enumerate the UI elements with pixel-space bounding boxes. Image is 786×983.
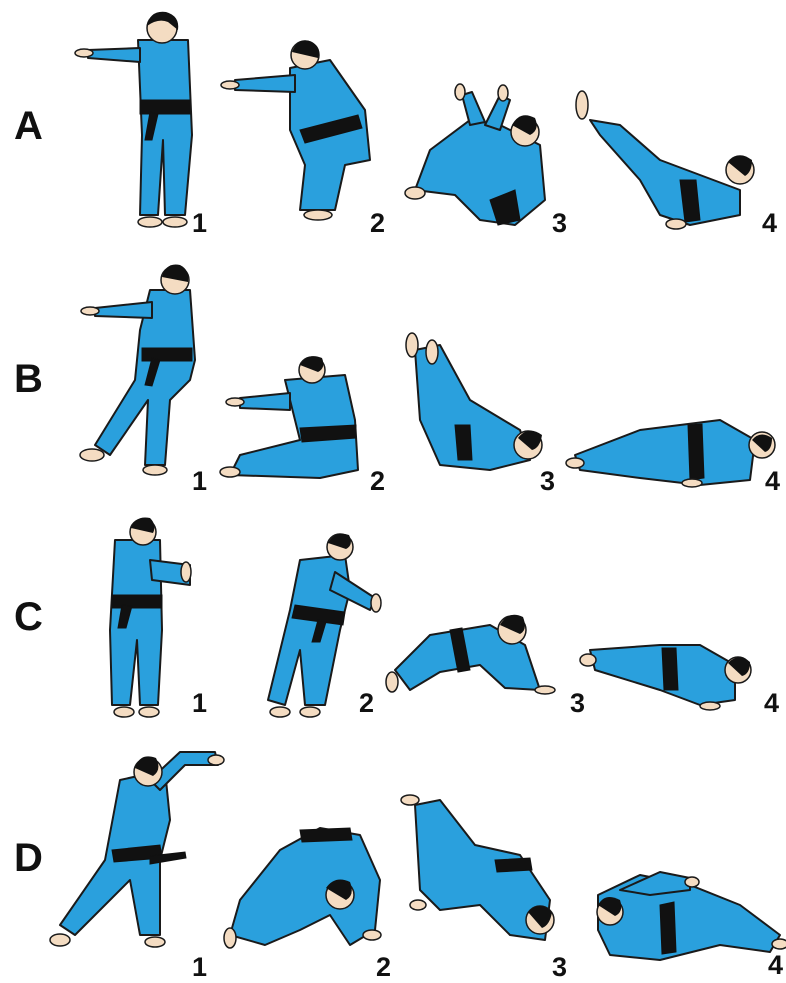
figure-c2: [268, 534, 381, 717]
figure-b2: [220, 356, 358, 478]
figure-b1: [80, 265, 195, 476]
figure-d4: [597, 872, 786, 960]
figure-b3: [406, 333, 542, 470]
figure-d1: [50, 752, 224, 947]
figure-a2: [221, 40, 370, 220]
figure-a3: [405, 84, 545, 225]
figure-a4: [576, 91, 754, 229]
figure-c4: [580, 645, 751, 710]
figure-a1: [75, 12, 192, 227]
figure-d2: [224, 828, 381, 948]
figure-c3: [386, 615, 555, 694]
figure-c1: [110, 517, 191, 717]
figure-b4: [566, 420, 775, 487]
figure-d3: [401, 795, 554, 940]
